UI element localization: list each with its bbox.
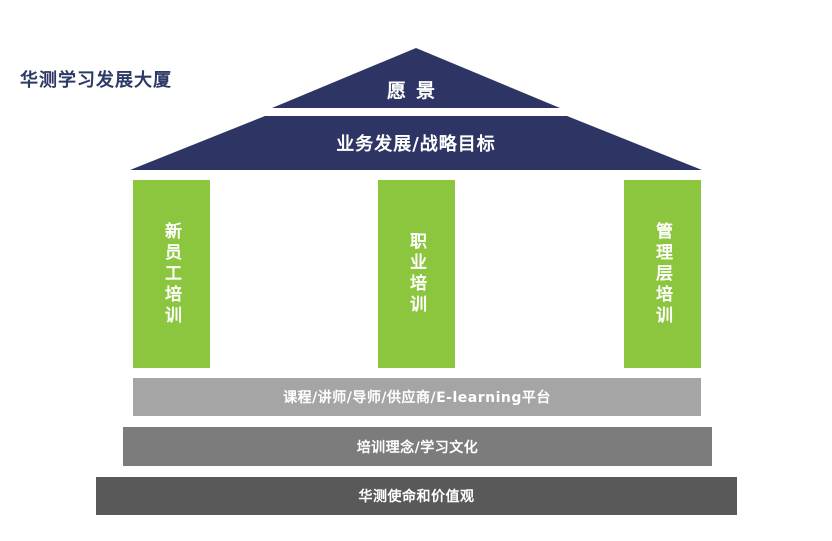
- pillar-label: 职业培训: [406, 232, 426, 316]
- foundation-mission-layer: 华测使命和价值观: [96, 477, 737, 515]
- pillar-label: 新员工培训: [161, 221, 181, 327]
- pillar-management-training: 管理层培训: [624, 180, 701, 368]
- roof-strategy-band: [130, 116, 702, 170]
- strategy-label: 业务发展/战略目标: [336, 134, 496, 155]
- pillar-vocational-training: 职业培训: [378, 180, 455, 368]
- foundation-platform-layer: 课程/讲师/导师/供应商/E-learning平台: [133, 378, 701, 416]
- pillar-label: 管理层培训: [652, 221, 672, 327]
- page-title: 华测学习发展大厦: [20, 70, 172, 91]
- roof-vision-triangle: [272, 48, 560, 108]
- vision-label: 愿景: [386, 80, 445, 102]
- pillar-new-employee-training: 新员工培训: [133, 180, 210, 368]
- foundation-culture-layer: 培训理念/学习文化: [123, 427, 712, 466]
